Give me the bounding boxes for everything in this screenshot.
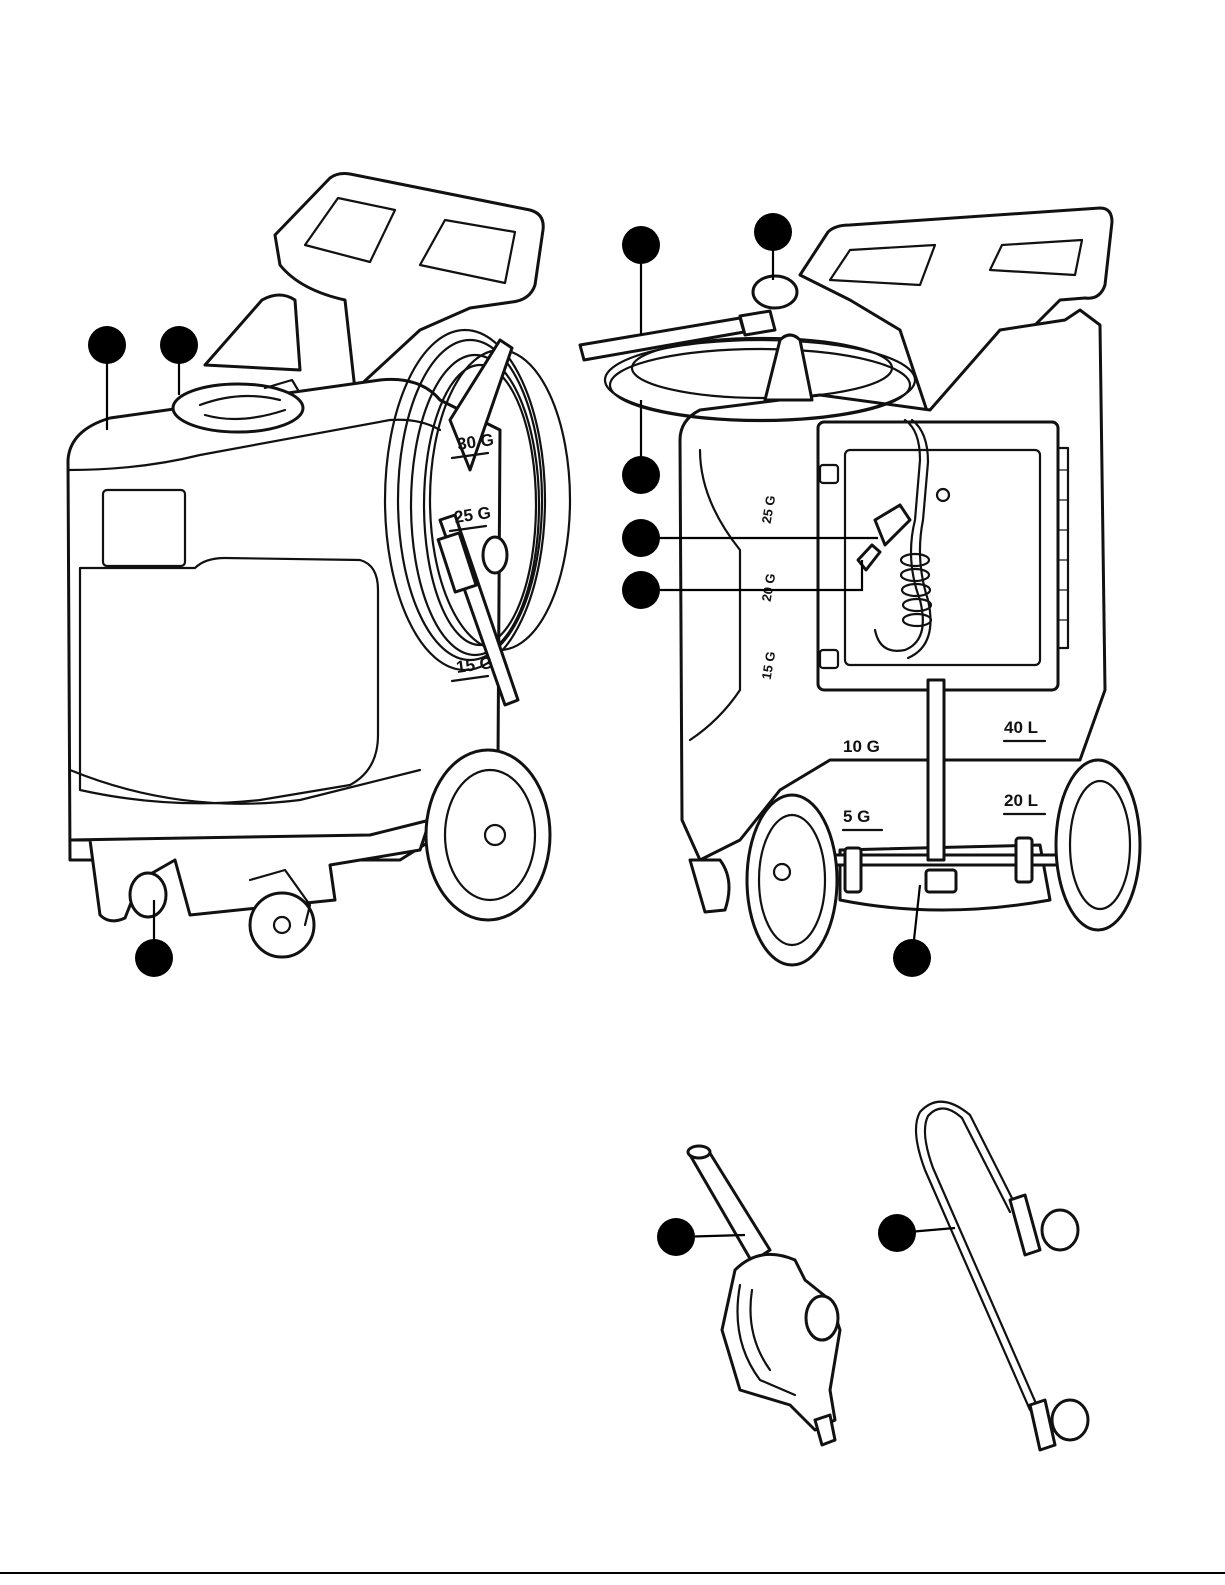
rear-lock-clip — [926, 870, 956, 892]
rear-scale-10g: 10 G — [843, 737, 880, 756]
front-filler-cap — [173, 384, 303, 432]
nozzle-inlet — [806, 1296, 838, 1340]
hose-fitting-top — [1010, 1195, 1040, 1255]
rear-left-caster — [690, 860, 729, 912]
callout-marker — [622, 226, 660, 264]
rear-bracket-left — [845, 848, 861, 892]
rear-top-fitting — [740, 311, 775, 335]
front-view: 30 G 25 G 15 G — [68, 174, 570, 958]
rear-scale-5g: 5 G — [843, 807, 870, 826]
hose-tube — [916, 1102, 1030, 1410]
rear-top-ring-handle — [753, 276, 797, 308]
hose-tube-inner — [925, 1108, 1038, 1408]
callout-marker — [622, 571, 660, 609]
callout-marker — [893, 939, 931, 977]
rear-bracket-right — [1016, 838, 1032, 882]
nozzle-spout-tip — [688, 1146, 710, 1158]
rear-view: 25 G 20 G 15 G 10 G 5 G 40 L 20 L — [580, 208, 1140, 965]
rear-tow-bar — [928, 680, 944, 860]
callout-marker — [754, 213, 792, 251]
rear-access-door — [818, 422, 1058, 690]
page-footer-rule — [0, 1572, 1225, 1574]
callout-marker — [622, 519, 660, 557]
callout-marker — [160, 326, 198, 364]
rear-wheel-left — [747, 795, 837, 965]
hose-ring-top — [1042, 1210, 1078, 1250]
hose-ring-bottom — [1052, 1400, 1088, 1440]
front-rear-tower — [205, 295, 300, 370]
callout-marker — [878, 1214, 916, 1252]
accessory-hose — [916, 1102, 1088, 1450]
rear-scale-40l: 40 L — [1004, 718, 1038, 737]
nozzle-spout — [690, 1148, 770, 1262]
nozzle-body — [722, 1254, 840, 1430]
rear-wheel-right — [1056, 760, 1140, 930]
rear-scale-20l: 20 L — [1004, 791, 1038, 810]
rear-top-dome — [765, 335, 812, 400]
front-nozzle-ring — [483, 537, 507, 573]
callout-marker — [135, 939, 173, 977]
accessory-nozzle — [688, 1146, 840, 1445]
callout-marker — [88, 326, 126, 364]
nozzle-outlet — [815, 1415, 835, 1445]
callout-marker — [657, 1218, 695, 1256]
front-drain-cap — [130, 873, 166, 917]
callout-marker — [622, 456, 660, 494]
